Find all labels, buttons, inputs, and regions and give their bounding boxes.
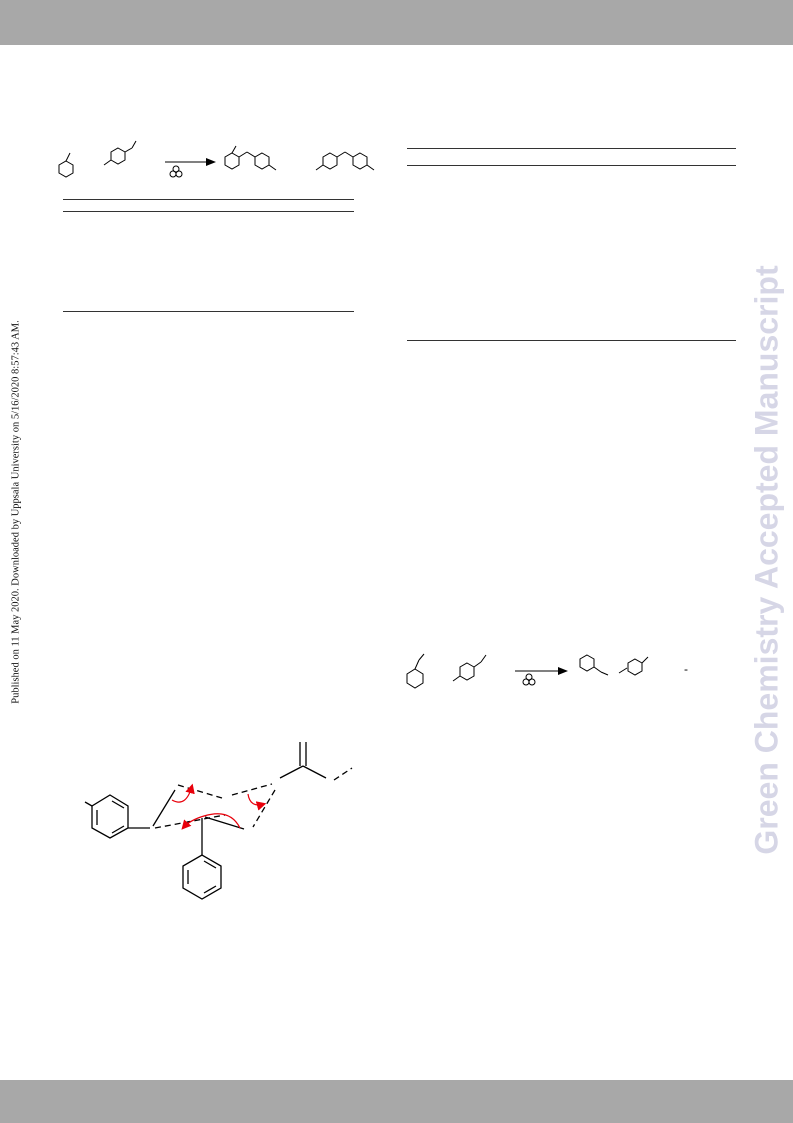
ortho-product-structure: [224, 145, 277, 171]
mechanism-partial-bond-d: [252, 789, 276, 828]
catalyst-trefoil-icon-bottom: [522, 673, 536, 686]
scheme-top-reaction: [58, 140, 375, 178]
table-right-top-rule: [407, 148, 736, 149]
electron-arrow-2: [181, 813, 241, 830]
bottom-banner: [0, 1080, 793, 1123]
top-banner: [0, 0, 793, 45]
catalyst-trefoil-icon: [169, 165, 183, 178]
para-product-structure: [315, 151, 375, 171]
methylbenzyl-reagent-structure: [103, 140, 137, 166]
table-right-header-rule: [407, 165, 736, 166]
mechanism-tolyl-ring: [84, 794, 150, 839]
table-left-top-rule: [63, 199, 354, 200]
benzyl-reagent-structure: [452, 654, 487, 682]
mechanism-bond-a: [152, 789, 176, 827]
mechanism-partial-bond-a: [177, 784, 223, 799]
electron-arrow-3: [247, 793, 267, 811]
mechanism-bond-b: [204, 816, 245, 830]
bottom-product-structure: [579, 654, 649, 676]
scheme-bottom-dash: -: [684, 662, 688, 676]
mechanism-diagram: [84, 742, 353, 900]
toluene-structure: [58, 152, 74, 178]
table-left-bottom-rule: [63, 311, 354, 312]
ethylbenzene-structure: [406, 653, 425, 689]
mechanism-phenyl-ring: [182, 818, 222, 900]
table-left-header-rule: [63, 211, 354, 212]
mechanism-alkene-fragment: [279, 742, 353, 781]
table-right-bottom-rule: [407, 340, 736, 341]
electron-arrow-1: [171, 783, 195, 803]
curved-electron-arrows: [171, 783, 267, 830]
mechanism-partial-bond-c: [231, 783, 273, 796]
scheme-bottom-reaction: [406, 653, 649, 689]
